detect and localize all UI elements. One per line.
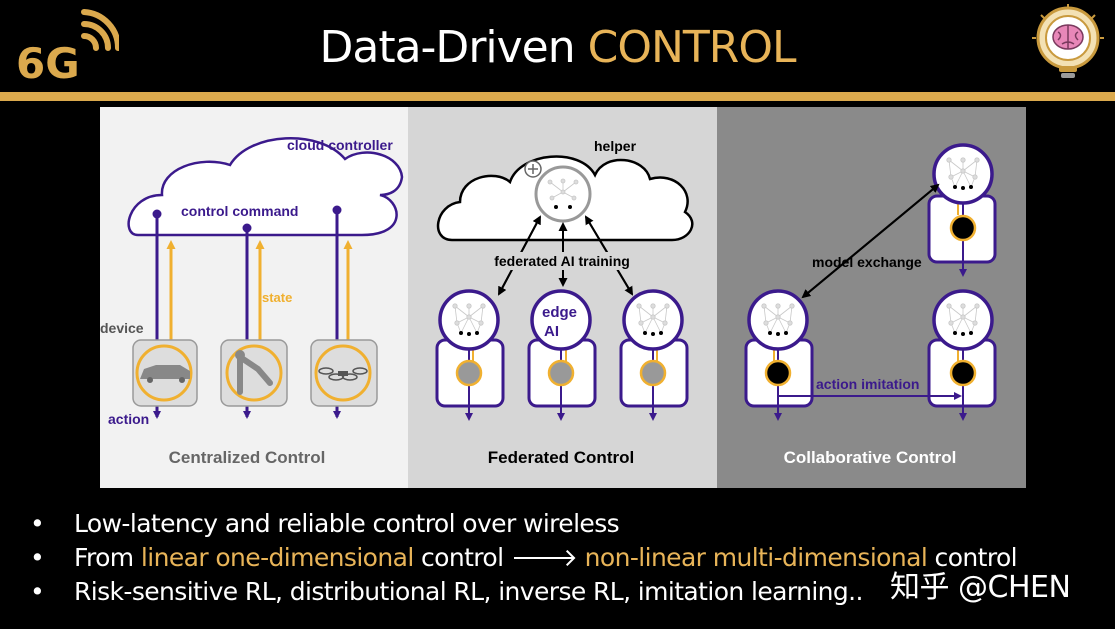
brain-lightbulb-icon <box>1032 4 1104 78</box>
edge-ai-label-1: edge <box>542 304 577 321</box>
cloud-controller-label: cloud controller <box>287 137 393 153</box>
edge-ai-label-2: AI <box>544 323 559 340</box>
control-command-label: control command <box>181 203 298 219</box>
bullet-list: • Low-latency and reliable control over … <box>30 507 1030 609</box>
federated-agent-3 <box>619 289 689 421</box>
control-diagram: cloud controller control command state d… <box>100 107 1026 488</box>
bullet-dot: • <box>30 543 45 572</box>
bullet-item-1: • Low-latency and reliable control over … <box>30 507 1030 541</box>
model-exchange-label: model exchange <box>812 254 922 270</box>
title-accent: CONTROL <box>587 22 797 73</box>
title-main: Data-Driven <box>319 22 588 73</box>
device-drone <box>310 339 378 407</box>
6g-logo: 6G <box>16 9 119 83</box>
device-car <box>132 339 198 407</box>
collab-agent-left <box>744 289 814 421</box>
training-label-bg <box>484 252 640 270</box>
model-exchange-arrows <box>801 183 940 299</box>
collab-agent-top <box>927 143 997 277</box>
state-label: state <box>262 290 292 305</box>
bullet-text: Low-latency and reliable control over wi… <box>74 509 620 538</box>
page-title: Data-Driven CONTROL <box>0 22 1115 73</box>
bullet-text: control <box>413 543 511 572</box>
action-imitation-arrow <box>777 392 962 400</box>
helper-label: helper <box>594 138 637 154</box>
helper-network-icon <box>534 165 592 223</box>
bullet-text: From <box>74 543 141 572</box>
bullet-highlight: non-linear multi-dimensional <box>584 543 928 572</box>
header-divider <box>0 92 1115 101</box>
device-robot-arm <box>220 339 288 407</box>
action-imitation-label: action imitation <box>816 376 919 392</box>
caption-collaborative: Collaborative Control <box>784 448 957 467</box>
bullet-item-3: • Risk-sensitive RL, distributional RL, … <box>30 575 1030 609</box>
bullet-highlight: linear one-dimensional <box>140 543 414 572</box>
bullet-text: Risk-sensitive RL, distributional RL, in… <box>74 577 863 606</box>
bullet-text <box>577 543 584 572</box>
bullet-dot: • <box>30 577 45 606</box>
federated-agent-2: edge AI <box>527 289 597 421</box>
bullet-text: control <box>927 543 1018 572</box>
signal-icon <box>81 9 119 51</box>
caption-federated: Federated Control <box>488 448 634 467</box>
collab-agent-right <box>927 289 997 421</box>
bullet-dot: • <box>30 509 45 538</box>
aggregate-plus-icon <box>524 160 542 178</box>
device-label: device <box>100 320 144 336</box>
watermark: 知乎 @CHEN <box>890 570 1071 605</box>
caption-centralized: Centralized Control <box>169 448 326 467</box>
6g-logo-text: 6G <box>16 39 80 83</box>
federated-agent-1 <box>435 289 505 421</box>
arrow-right-icon: 🡒 <box>510 543 578 572</box>
bullet-item-2: • From linear one-dimensional control 🡒 … <box>30 541 1030 575</box>
federated-training-label: federated AI training <box>494 253 630 269</box>
action-label: action <box>108 411 149 427</box>
